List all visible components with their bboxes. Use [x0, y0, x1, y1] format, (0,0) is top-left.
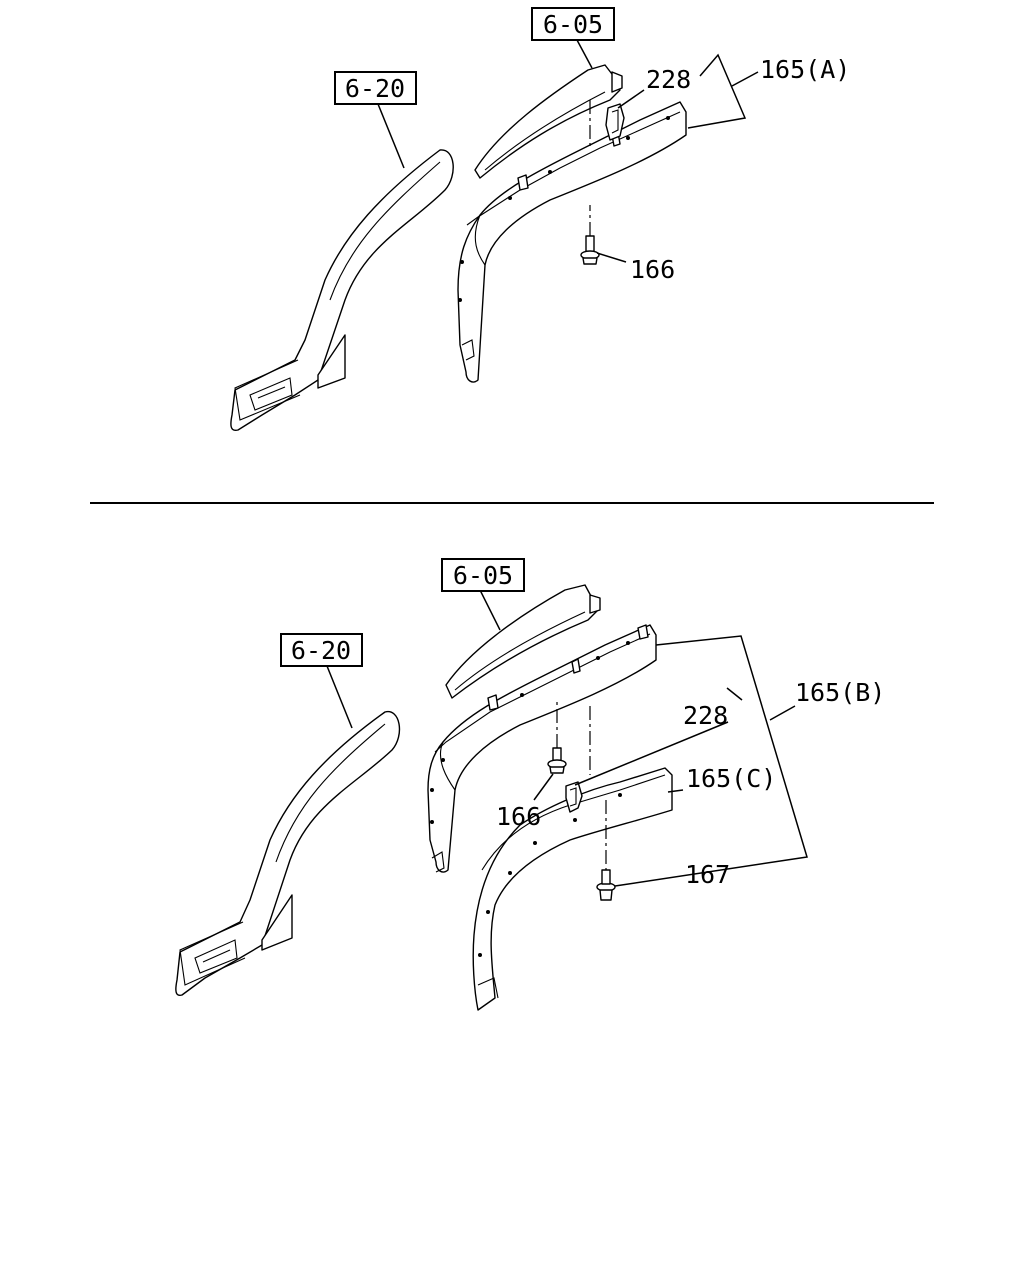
lower-view: 6-05 6-20 228 165(B) 165(C) 166 167 — [175, 558, 885, 1011]
lower-callout-228: 228 — [683, 701, 728, 730]
upper-screw-166 — [580, 205, 600, 265]
upper-ref-6-05: 6-05 — [543, 10, 603, 39]
lower-trim-strip — [445, 584, 601, 699]
upper-callout-166: 166 — [630, 255, 675, 284]
lower-ref-6-20: 6-20 — [291, 636, 351, 665]
upper-mudguard-165a — [457, 101, 687, 383]
lower-callout-165c: 165(C) — [686, 764, 776, 793]
lower-step-bracket — [175, 711, 401, 997]
lower-screw-167 — [596, 869, 616, 901]
upper-ref-box-6-05 — [531, 7, 615, 41]
upper-ref-6-20: 6-20 — [345, 74, 405, 103]
lower-callout-165b: 165(B) — [795, 678, 885, 707]
upper-ref-box-6-20 — [334, 71, 417, 105]
lower-mudguard-165b — [427, 624, 657, 873]
upper-clip-228 — [605, 103, 625, 141]
lower-ref-6-05: 6-05 — [453, 561, 513, 590]
upper-view: 6-05 6-20 228 165(A) 166 — [230, 7, 850, 432]
upper-trim-strip — [474, 64, 623, 179]
upper-callout-165a: 165(A) — [760, 55, 850, 84]
lower-screw-166 — [547, 747, 567, 774]
lower-ref-box-6-20 — [280, 633, 363, 667]
lower-callout-167: 167 — [685, 860, 730, 889]
lower-callout-166: 166 — [496, 802, 541, 831]
upper-callout-228: 228 — [646, 65, 691, 94]
upper-step-bracket — [230, 149, 454, 432]
lower-ref-box-6-05 — [441, 558, 525, 592]
lower-clip-228 — [565, 781, 583, 813]
